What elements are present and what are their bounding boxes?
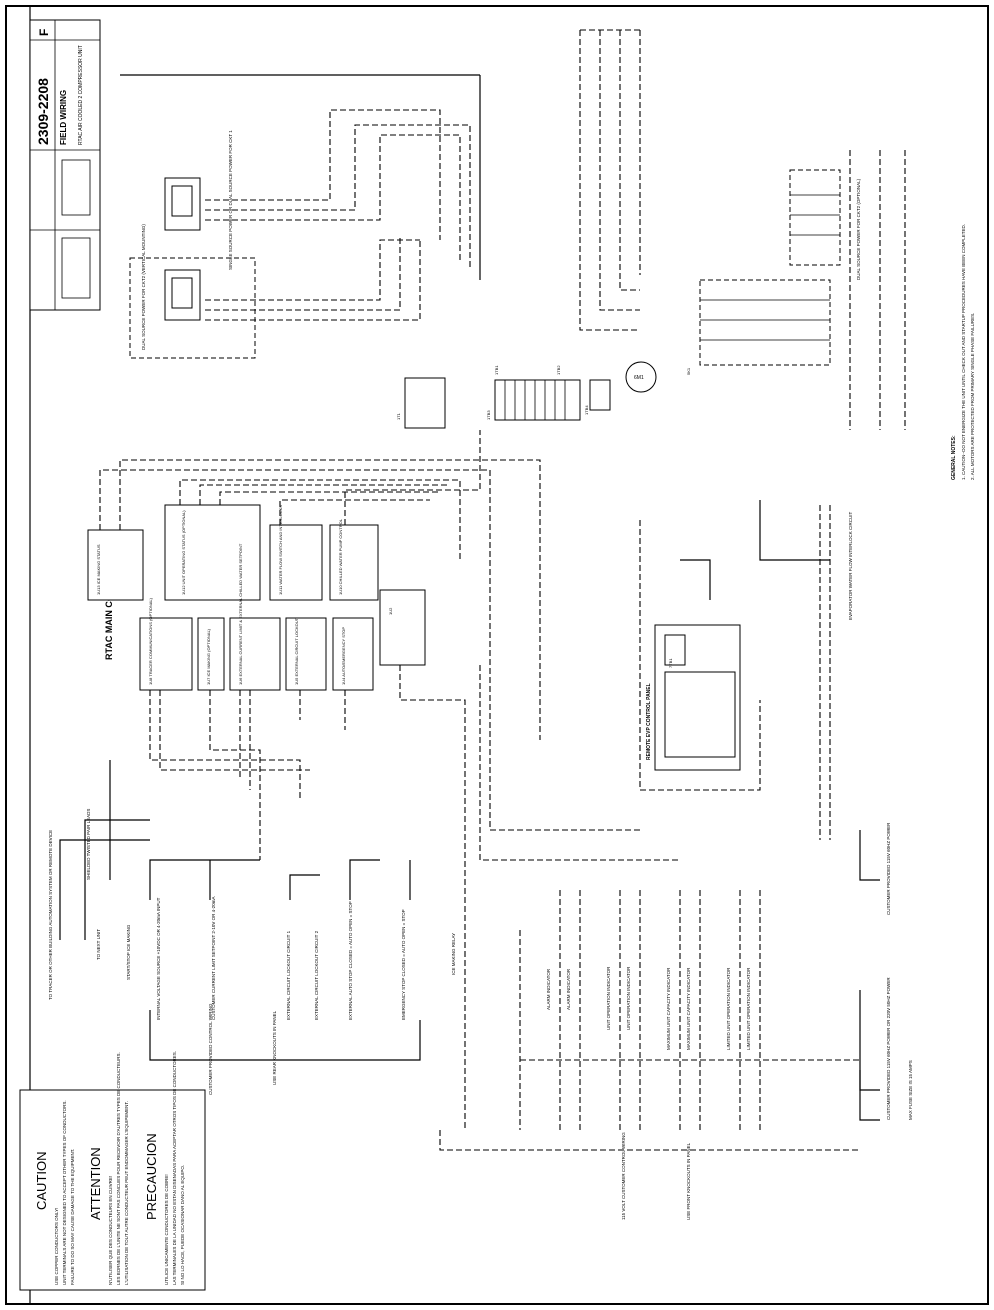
dual-source-ckt2-box: DUAL SOURCE POWER FOR CKT2 (VERTICAL MOU… bbox=[129, 224, 256, 359]
max-fuse-label: MAX FUSE SIZE IS 15 AMPS bbox=[908, 1060, 913, 1120]
dual-source-ckt2-label: DUAL SOURCE POWER FOR CKT2 (OPTIONAL) bbox=[856, 178, 861, 280]
remote-panel-title: REMOTE EVP CONTROL PANEL bbox=[646, 683, 652, 760]
general-notes: GENERAL NOTES: 1. CAUTION--DO NOT ENERGI… bbox=[951, 224, 975, 480]
evap-water-label: EVAPORATOR WATER FLOW INTERLOCK CIRCUIT bbox=[848, 511, 853, 620]
indicator-label-1: ALARM INDICATOR bbox=[546, 968, 551, 1010]
module-1u2-label: 1U2 bbox=[388, 607, 393, 615]
general-notes-heading: GENERAL NOTES: bbox=[951, 435, 957, 480]
module-1u4-label: 1U4 AUTO/EMERGENCY STOP bbox=[341, 627, 346, 685]
dual-source-label: DUAL SOURCE POWER FOR CKT2 (VERTICAL MOU… bbox=[141, 224, 146, 350]
precaucion-line-2: LAS TERMINALES DE LA UNIDAD NO ESTAN DIS… bbox=[172, 1051, 177, 1285]
single-source-ckt1: SINGLE SOURCE POWER OR DUAL SOURCE POWER… bbox=[164, 130, 233, 270]
module-1u8: 1U8 TRACER COMMUNICATIONS (OPTIONAL) bbox=[139, 597, 193, 691]
module-1u13: 1U13 ICE MAKING STATUS bbox=[87, 529, 144, 601]
drawing-title: FIELD WIRING bbox=[59, 90, 68, 145]
tracer-label: TO TRACER OR OTHER BUILDING AUTOMATION S… bbox=[48, 830, 53, 1000]
left-field-wiring bbox=[59, 760, 421, 1061]
module-1u10-label: 1U10 CHILLED WATER PUMP CONTROL bbox=[338, 518, 343, 595]
indicator-label-5: MAXIMUM UNIT CAPACITY INDICATOR bbox=[666, 967, 671, 1050]
terminal-1tb4: 1TB4 bbox=[584, 379, 611, 415]
shielded-label: SHIELDED TWISTED PAIR LEADS bbox=[86, 809, 91, 880]
caution-line-1: USE COPPER CONDUCTORS ONLY! bbox=[54, 1208, 59, 1285]
module-1u7: 1U7 ICE MAKING (OPTIONAL) bbox=[197, 617, 225, 691]
contactor-5k1-label: 5K1 bbox=[686, 367, 691, 375]
lockout1-label: EXTERNAL CIRCUIT LOCKOUT CIRCUIT 1 bbox=[286, 930, 291, 1020]
to-next-unit-label: TO NEXT UNIT bbox=[96, 929, 101, 960]
ext-current-label: CUSTOMER CURRENT LIMIT SETPOINT 2-10V OR… bbox=[211, 897, 216, 1020]
indicator-label-4: UNIT OPERATION INDICATOR bbox=[626, 966, 631, 1030]
precaucion-line-1: UTILICE UNICAMENTE CONDUCTORES DE COBRE! bbox=[164, 1174, 169, 1285]
motor-label: 6M1 bbox=[634, 375, 644, 381]
general-note-1: 1. CAUTION--DO NOT ENERGIZE THE UNIT UNT… bbox=[961, 224, 966, 480]
module-1u6-label: 1U6 EXTERNAL CURRENT LIMIT & EXTERNAL CH… bbox=[238, 543, 243, 685]
single-source-label: SINGLE SOURCE POWER OR DUAL SOURCE POWER… bbox=[228, 130, 233, 270]
indicator-label-6: MAXIMUM UNIT CAPACITY INDICATOR bbox=[686, 967, 691, 1050]
transformer-1t1: 1T1 bbox=[396, 377, 446, 429]
module-1u13-label: 1U13 ICE MAKING STATUS bbox=[96, 544, 101, 595]
indicator-relays: ALARM INDICATOR ALARM INDICATOR UNIT OPE… bbox=[439, 890, 860, 1151]
module-1u5: 1U5 EXTERNAL CIRCUIT LOCKOUT bbox=[285, 617, 327, 691]
caution-heading: CAUTION bbox=[34, 1152, 49, 1211]
terminal-1tb1-label: 1TB1 bbox=[494, 365, 499, 375]
use-front-label: USE FRONT KNOCKOUTS IN PANEL bbox=[686, 1142, 691, 1220]
customer-115v-label-1: CUSTOMER PROVIDED 115V 60HZ POWER bbox=[886, 822, 891, 915]
module-1u2: 1U2 bbox=[379, 589, 426, 666]
indicator-label-8: LIMITED UNIT OPERATION INDICATOR bbox=[746, 967, 751, 1050]
module-1u10: 1U10 CHILLED WATER PUMP CONTROL bbox=[329, 518, 379, 601]
indicator-label-7: LIMITED UNIT OPERATION INDICATOR bbox=[726, 967, 731, 1050]
terminal-1tb4-label: 1TB4 bbox=[584, 405, 589, 415]
customer-power-labels: CUSTOMER PROVIDED 115V 60HZ POWER CUSTOM… bbox=[621, 822, 913, 1220]
115-volt-label: 115 VOLT CUSTOMER CONTROL WIRING bbox=[621, 1132, 626, 1220]
module-wiring bbox=[99, 430, 680, 1130]
precaucion-line-3: SI NO LO HACE, PUEDE OCASIONAR DANO AL E… bbox=[180, 1165, 185, 1285]
ext-chw-label: INTERNAL VOLTAGE SOURCE +10VDC OR 4-20mA… bbox=[156, 897, 161, 1020]
emergency-stop-label: EMERGENCY STOP CLOSED = AUTO OPEN = STOP bbox=[401, 909, 406, 1020]
module-1u12-label: 1U12 UNIT OPERATING STATUS (OPTIONAL) bbox=[181, 510, 186, 595]
precaucion-heading: PRECAUCION bbox=[144, 1133, 159, 1220]
evap-flow-wiring: EVAPORATOR WATER FLOW INTERLOCK CIRCUIT bbox=[639, 500, 853, 840]
module-1u6: 1U6 EXTERNAL CURRENT LIMIT & EXTERNAL CH… bbox=[229, 543, 281, 691]
revision: F bbox=[37, 29, 51, 36]
transformer-label: 1T1 bbox=[396, 412, 401, 420]
indicator-label-2: ALARM INDICATOR bbox=[566, 968, 571, 1010]
terminal-1tb3-label: 1TB3 bbox=[486, 410, 491, 420]
customer-115v-label-2: CUSTOMER PROVIDED 115V 60HZ POWER OR 220… bbox=[886, 977, 891, 1120]
drawing-border bbox=[5, 5, 989, 1305]
remote-evp-control-panel: REMOTE EVP CONTROL PANEL bbox=[646, 624, 741, 771]
auto-stop-label: EXTERNAL AUTO STOP CLOSED = AUTO OPEN = … bbox=[348, 901, 353, 1020]
caution-box: CAUTION USE COPPER CONDUCTORS ONLY! UNIT… bbox=[19, 1051, 206, 1291]
use-rear-label: USE REAR KNOCKOUTS IN PANEL bbox=[272, 1010, 277, 1085]
indicator-label-3: UNIT OPERATION INDICATOR bbox=[606, 966, 611, 1030]
attention-line-3: L'UTILISATION DE TOUT AUTRE CONDUCTEUR P… bbox=[124, 1101, 129, 1285]
terminal-7tb1-label: 7TB1 bbox=[668, 658, 673, 668]
caution-line-2: UNIT TERMINALS ARE NOT DESIGNED TO ACCEP… bbox=[62, 1100, 67, 1285]
drawing-subtitle: RTAC AIR COOLED 2 COMPRESSOR UNIT bbox=[78, 45, 84, 145]
power-fuse-block: DUAL SOURCE POWER FOR CKT2 (OPTIONAL) bbox=[699, 150, 906, 430]
attention-heading: ATTENTION bbox=[88, 1147, 103, 1220]
drawing-number: 2309-2208 bbox=[35, 78, 51, 145]
terminal-1tb2-label: 1TB2 bbox=[556, 365, 561, 375]
module-1u7-label: 1U7 ICE MAKING (OPTIONAL) bbox=[206, 628, 211, 685]
module-1u11: 1U11 WATER FLOW SWITCH AND INTERLOCKS bbox=[269, 505, 323, 601]
title-block: 2309-2208 F FIELD WIRING RTAC AIR COOLED… bbox=[29, 19, 101, 311]
module-1u11-label: 1U11 WATER FLOW SWITCH AND INTERLOCKS bbox=[278, 505, 283, 595]
attention-line-1: N'UTILISER QUE DES CONDUCTEURS EN CUIVRE… bbox=[108, 1176, 113, 1285]
module-1u4: 1U4 AUTO/EMERGENCY STOP bbox=[332, 617, 374, 691]
motor-6m1: 6M1 bbox=[625, 361, 657, 393]
lockout2-label: EXTERNAL CIRCUIT LOCKOUT CIRCUIT 2 bbox=[314, 930, 319, 1020]
module-1u5-label: 1U5 EXTERNAL CIRCUIT LOCKOUT bbox=[294, 617, 299, 685]
attention-line-2: LES BORNES DE L'UNITE NE SONT PAS CONCUE… bbox=[116, 1052, 121, 1285]
start-stop-label: START/STOP ICE MAKING bbox=[126, 924, 131, 980]
module-1u8-label: 1U8 TRACER COMMUNICATIONS (OPTIONAL) bbox=[148, 597, 153, 685]
left-field-labels: TO TRACER OR OTHER BUILDING AUTOMATION S… bbox=[48, 809, 406, 1095]
caution-line-3: FAILURE TO DO SO MAY CAUSE DAMAGE TO THE… bbox=[70, 1149, 75, 1285]
general-note-2: 2. ALL MOTORS ARE PROTECTED FROM PRIMARY… bbox=[970, 313, 975, 480]
main-power-wires bbox=[120, 29, 641, 331]
terminal-1tb3: 1TB3 bbox=[486, 379, 581, 421]
ice-making-relay-label: ICE MAKING RELAY bbox=[451, 933, 456, 975]
module-1u12: 1U12 UNIT OPERATING STATUS (OPTIONAL) bbox=[164, 504, 261, 601]
customer-wiring-label: CUSTOMER PROVIDED CONTROL WIRING bbox=[208, 1003, 213, 1095]
